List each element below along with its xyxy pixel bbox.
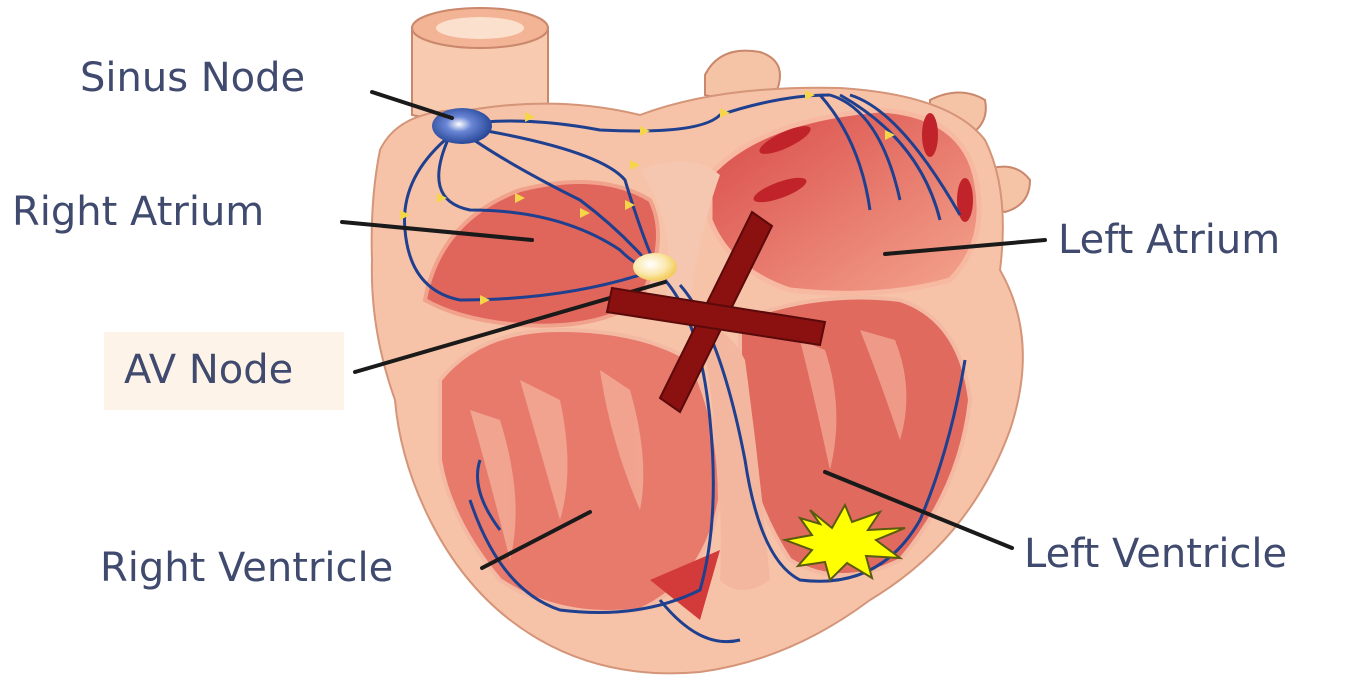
left-atrium-label: Left Atrium [1058,220,1280,260]
av-node-label: AV Node [124,350,293,390]
right-ventricle-label: Right Ventricle [100,548,393,588]
av-node-icon [633,253,677,281]
right-atrium-label: Right Atrium [12,192,264,232]
sinus-node-label: Sinus Node [80,58,305,98]
left-ventricle-label: Left Ventricle [1024,534,1287,574]
